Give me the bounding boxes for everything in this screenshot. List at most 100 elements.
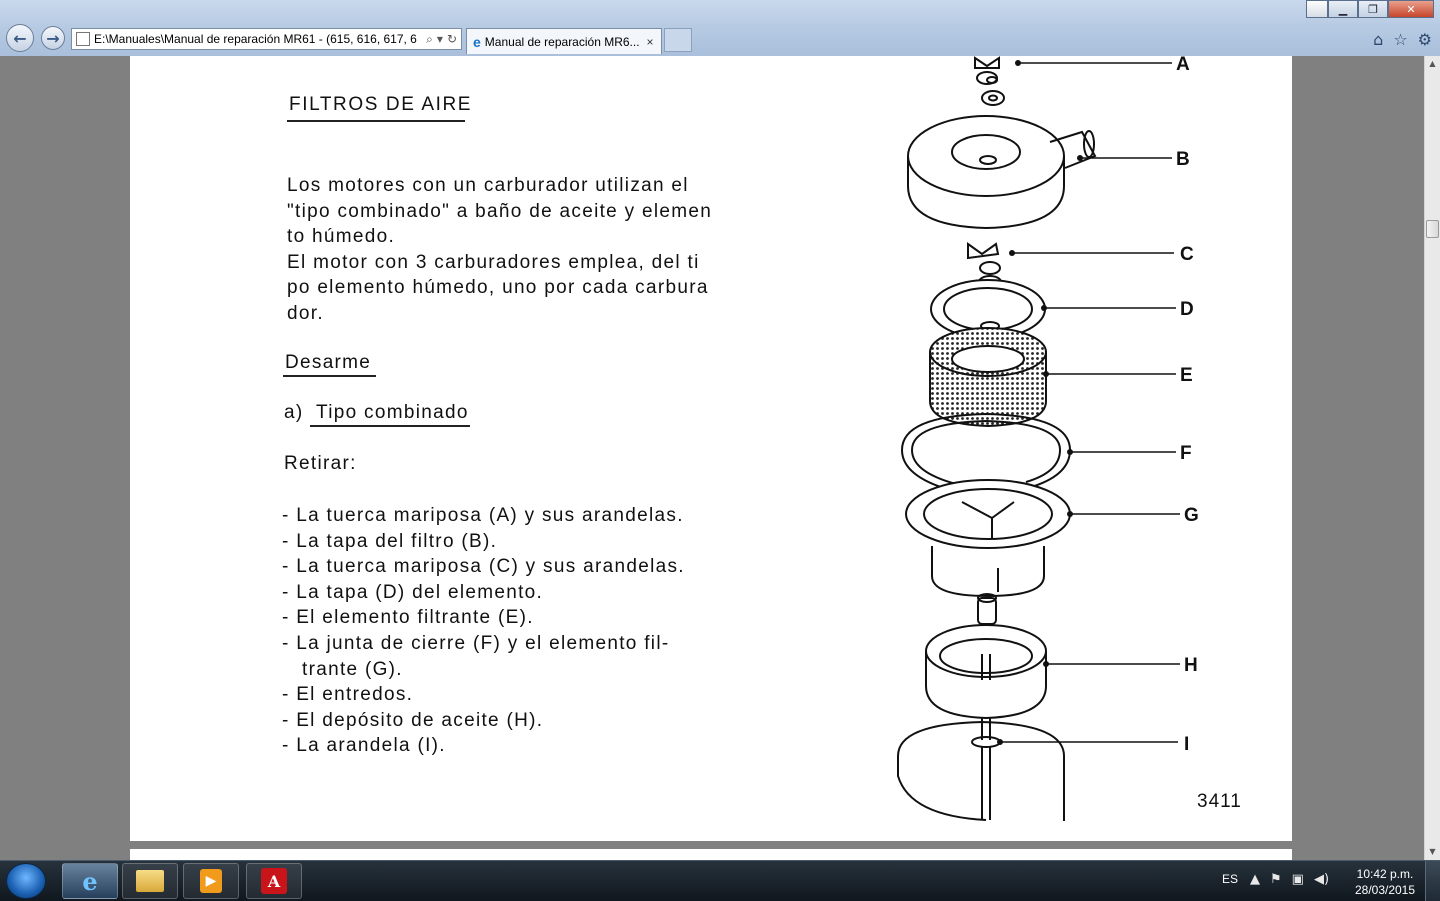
close-tab-icon[interactable]: × [646,34,654,49]
step-item: - El entredos. [282,684,414,706]
callout-b: B [1176,149,1190,170]
app-icon [1306,0,1328,18]
item-title: Tipo combinado [316,402,469,423]
filter-base-g [905,479,1071,598]
address-input[interactable]: E:\Manuales\Manual de reparación MR61 - … [94,32,417,46]
callout-g: G [1184,505,1199,526]
item-prefix: a) [284,402,304,423]
restore-icon: ❐ [1368,2,1378,16]
page-icon [76,32,90,46]
taskbar-ie-button[interactable]: e [62,863,118,899]
search-icon[interactable]: ⌕ [426,31,433,46]
tab-manual[interactable]: e Manual de reparación MR6... × [466,28,662,54]
intro-line: El motor con 3 carburadores emplea, del … [287,251,700,273]
tab-label: Manual de reparación MR6... [484,34,640,49]
intro-line: "tipo combinado" a baño de aceite y elem… [287,200,713,222]
wing-nut-a [974,56,1005,106]
address-bar[interactable]: E:\Manuales\Manual de reparación MR61 - … [71,28,462,50]
gasket-f [900,412,1072,491]
forward-button[interactable]: → [41,26,65,50]
new-tab-button[interactable] [664,28,692,52]
air-filter-exploded-diagram: A B C D E F G H I [897,56,1199,821]
callout-c: C [1180,244,1194,265]
intro-line: dor. [287,302,324,324]
callout-f: F [1180,443,1192,464]
back-arrow-icon: ← [13,28,27,48]
step-item: trante (G). [302,658,403,680]
clock-time: 10:42 p.m. [1356,867,1414,881]
minimize-icon: ▁ [1338,2,1348,16]
window-controls: ▁ ❐ ✕ [1306,0,1434,18]
step-item: - El elemento filtrante (E). [282,607,534,629]
home-icon[interactable]: ⌂ [1373,30,1384,49]
callout-d: D [1180,299,1194,320]
command-icons: ⌂ ☆ ⚙ [1373,30,1432,49]
section-title: FILTROS DE AIRE [289,94,473,115]
carburetor-housing [897,720,1065,821]
item-underline [310,425,470,427]
minimize-button[interactable]: ▁ [1328,0,1358,18]
scroll-up-arrow-icon[interactable]: ▲ [1429,59,1436,68]
step-item: - La tuerca mariposa (A) y sus arandelas… [282,505,684,526]
scroll-down-arrow-icon[interactable]: ▼ [1429,847,1436,856]
back-button[interactable]: ← [6,24,34,52]
title-underline [287,120,465,122]
close-icon: ✕ [1406,2,1416,16]
folder-icon [136,870,164,892]
intro-paragraph: Los motores con un carburador utilizan e… [287,173,712,327]
step-item: - La junta de cierre (F) y el elemento f… [282,632,670,654]
internet-explorer-icon: e [82,866,98,896]
show-hidden-icons-icon[interactable]: ▲ [1250,872,1260,887]
scroll-thumb[interactable] [1426,220,1439,238]
pdf-reader-icon: A [261,868,287,894]
intro-line: to húmedo. [287,226,396,248]
document-viewport[interactable]: FILTROS DE AIRE Los motores con un carbu… [0,56,1424,860]
close-window-button[interactable]: ✕ [1388,0,1434,18]
network-icon[interactable]: ▣ [1291,872,1304,887]
start-button[interactable] [6,863,46,899]
retirar-label: Retirar: [284,453,357,474]
taskbar-pdf-button[interactable]: A [246,863,302,899]
step-item: - La tapa (D) del elemento. [282,581,544,603]
forward-arrow-icon: → [46,28,60,48]
step-item: - El depósito de aceite (H). [282,709,544,731]
settings-gear-icon[interactable]: ⚙ [1417,30,1432,49]
clock-date: 28/03/2015 [1354,883,1416,897]
subsection-underline [283,375,376,377]
step-item: - La tuerca mariposa (C) y sus arandelas… [282,556,685,578]
system-tray: ▲ ⚑ ▣ ◀) [1250,872,1329,887]
browser-chrome: ← → E:\Manuales\Manual de reparación MR6… [0,0,1440,57]
taskbar: e ▶ A ES ▲ ⚑ ▣ ◀) 10:42 p.m. 28/03/2015 [0,860,1440,901]
language-indicator[interactable]: ES [1222,872,1239,886]
callout-e: E [1180,365,1193,386]
intro-line: Los motores con un carburador utilizan e… [287,175,689,196]
filter-element-e [929,327,1047,428]
subsection-title: Desarme [285,352,372,373]
pdf-page: FILTROS DE AIRE Los motores con un carbu… [130,56,1292,841]
figure-number: 3411 [1197,791,1242,812]
callout-h: H [1184,655,1198,676]
action-center-flag-icon[interactable]: ⚑ [1270,872,1282,887]
step-item: - La arandela (I). [282,735,446,757]
maximize-button[interactable]: ❐ [1358,0,1388,18]
steps-list: - La tuerca mariposa (A) y sus arandelas… [282,503,685,759]
oil-reservoir-h [925,624,1047,720]
callout-a: A [1176,56,1190,75]
favorites-star-icon[interactable]: ☆ [1393,30,1408,49]
next-pdf-page [130,849,1292,860]
intro-line: po elemento húmedo, uno por cada carbura [287,277,709,299]
dropdown-icon[interactable]: ▾ [436,31,443,46]
ie-icon: e [473,33,481,50]
refresh-icon[interactable]: ↻ [446,31,457,46]
spacer [977,593,997,625]
callout-i: I [1184,734,1189,755]
volume-icon[interactable]: ◀) [1313,872,1330,887]
vertical-scrollbar[interactable]: ▲ ▼ [1424,56,1440,860]
filter-cover-b [907,115,1097,230]
clock[interactable]: 10:42 p.m. 28/03/2015 [1350,866,1420,898]
taskbar-media-button[interactable]: ▶ [183,863,239,899]
taskbar-explorer-button[interactable] [122,863,178,899]
step-item: - La tapa del filtro (B). [282,530,498,552]
show-desktop-button[interactable] [1425,861,1440,901]
media-player-icon: ▶ [200,869,222,893]
